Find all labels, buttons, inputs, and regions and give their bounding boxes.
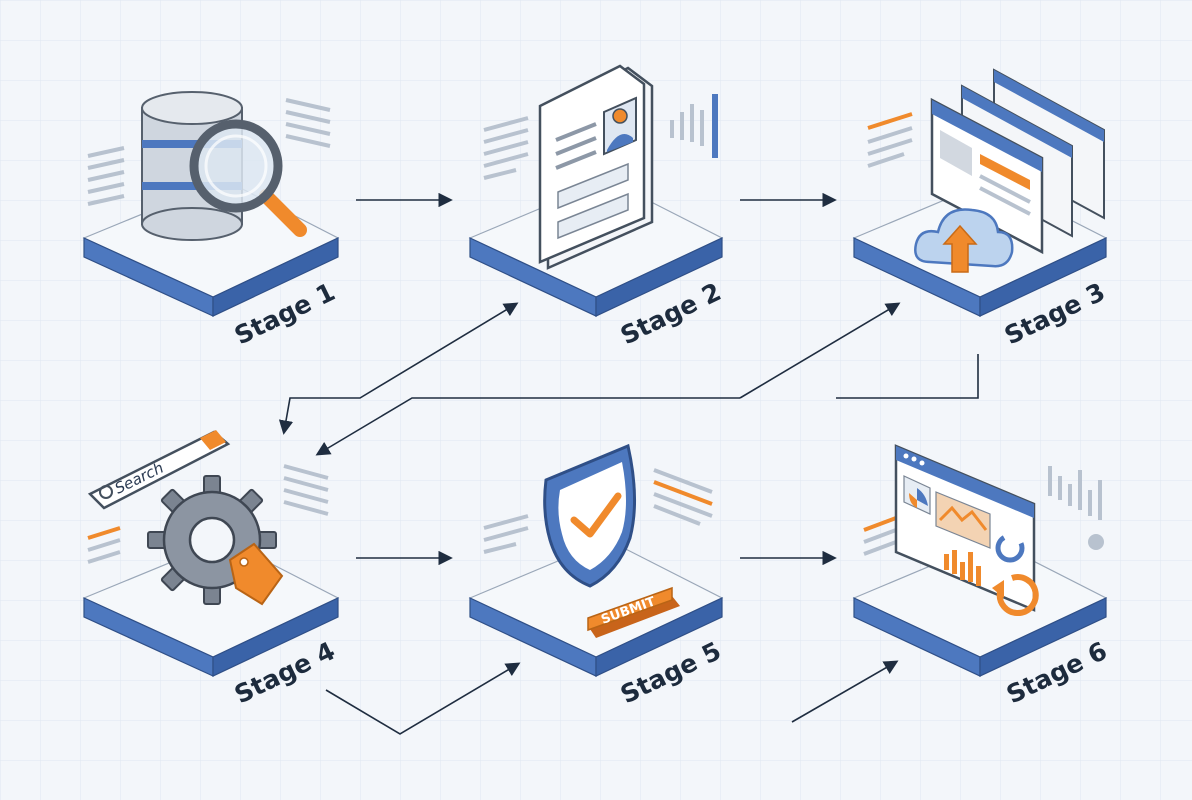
bar-chart-decor xyxy=(1048,466,1104,550)
arrow-stage3-to-stage4 xyxy=(318,354,979,454)
text-lines-decor xyxy=(483,468,713,554)
text-lines-decor xyxy=(863,516,897,556)
arrow-into-stage6-lower xyxy=(791,660,899,723)
arrow-stage4-to-stage5-lower xyxy=(325,662,521,735)
arrow-stage3-return xyxy=(739,302,901,399)
bar-chart-decor xyxy=(670,94,718,158)
gear-tag-icon xyxy=(147,475,284,606)
browser-windows-icon xyxy=(930,68,1105,255)
stage-6-block: Stage 6 xyxy=(852,444,1112,709)
text-lines-decor xyxy=(483,116,529,180)
stage-2-block: Stage 2 xyxy=(468,64,726,350)
stage-4-block: Search xyxy=(82,430,340,709)
text-lines-decor xyxy=(87,464,329,564)
arrow-stage2-stage4-bidirectional xyxy=(278,302,519,435)
search-icon xyxy=(99,485,113,499)
platform xyxy=(468,539,724,677)
cloud-upload-icon xyxy=(914,208,1014,273)
stage-3-block: Stage 3 xyxy=(852,68,1110,350)
text-lines-decor xyxy=(867,112,913,168)
database-magnifier-icon xyxy=(141,91,307,241)
shield-check-icon xyxy=(543,443,636,588)
text-lines-decor xyxy=(87,98,331,206)
connector-arrows xyxy=(278,192,979,735)
analytics-dashboard-icon xyxy=(894,444,1039,617)
profile-document-icon xyxy=(538,64,654,270)
